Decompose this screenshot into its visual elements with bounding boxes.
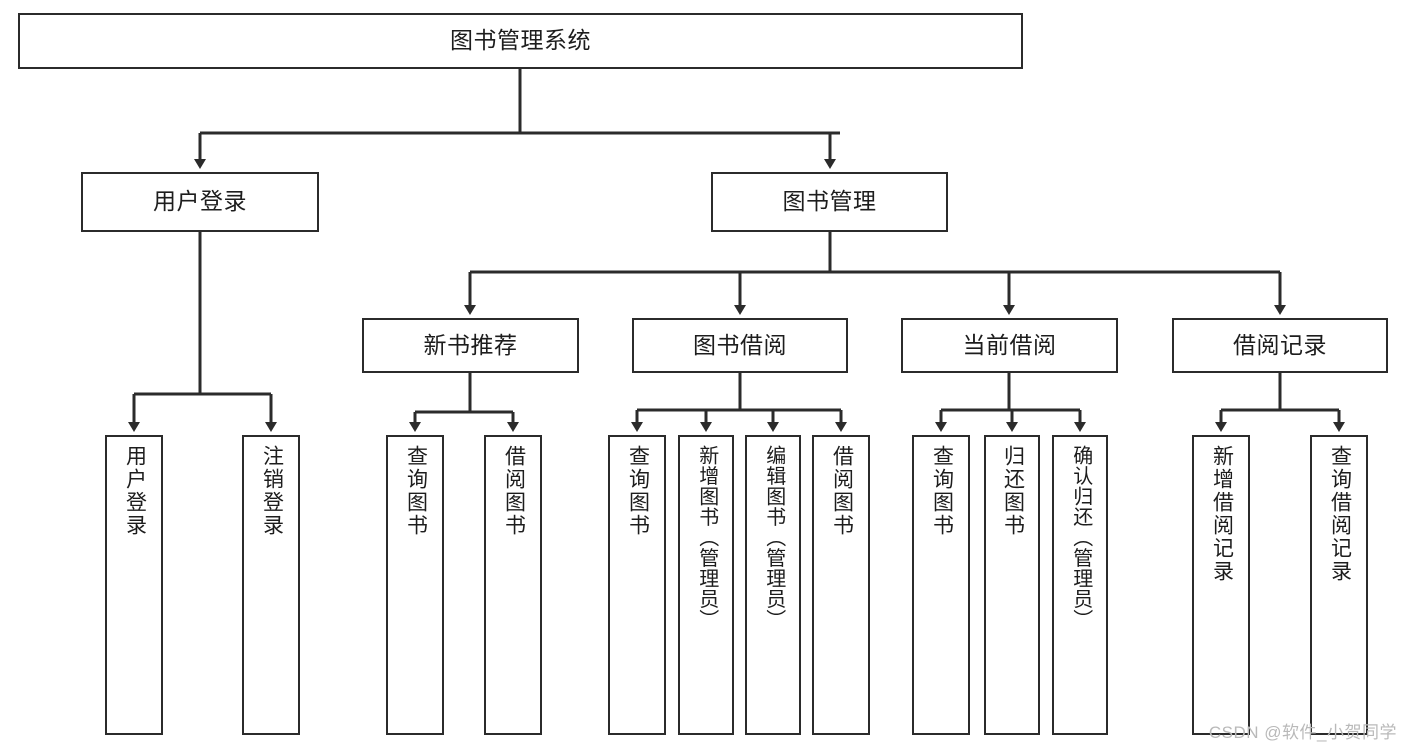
node-leaf-user-login[interactable]: 用户登录 [105, 435, 163, 735]
node-label-leaf-borrow-book: 借阅图书 [830, 445, 854, 537]
node-label-leaf-confirm-return-admin: 确认归还（管理员） [1069, 445, 1092, 630]
node-leaf-query-borrow-record[interactable]: 查询借阅记录 [1310, 435, 1368, 735]
node-label-book-management: 图书管理 [782, 188, 877, 215]
node-book-management[interactable]: 图书管理 [711, 172, 948, 232]
node-new-book-recommend[interactable]: 新书推荐 [362, 318, 579, 373]
node-leaf-edit-book-admin[interactable]: 编辑图书（管理员） [745, 435, 801, 735]
node-label-root: 图书管理系统 [450, 27, 591, 54]
node-label-leaf-borrow-book-recommend: 借阅图书 [502, 445, 526, 537]
node-label-leaf-edit-book-admin: 编辑图书（管理员） [762, 445, 785, 630]
node-leaf-user-logout[interactable]: 注销登录 [242, 435, 300, 735]
node-label-leaf-query-book-recommend: 查询图书 [404, 445, 428, 537]
node-leaf-query-book-borrow[interactable]: 查询图书 [608, 435, 666, 735]
node-leaf-add-book-admin[interactable]: 新增图书（管理员） [678, 435, 734, 735]
node-label-current-borrow: 当前借阅 [962, 331, 1057, 358]
csdn-watermark: CSDN @软件_小贺同学 [1208, 723, 1397, 742]
node-label-leaf-return-book: 归还图书 [1001, 445, 1025, 537]
node-leaf-borrow-book[interactable]: 借阅图书 [812, 435, 870, 735]
node-leaf-query-book-current[interactable]: 查询图书 [912, 435, 970, 735]
node-book-borrow[interactable]: 图书借阅 [632, 318, 848, 373]
node-label-leaf-add-book-admin: 新增图书（管理员） [695, 445, 718, 630]
node-current-borrow[interactable]: 当前借阅 [901, 318, 1118, 373]
node-leaf-add-borrow-record[interactable]: 新增借阅记录 [1192, 435, 1250, 735]
node-label-user-login: 用户登录 [153, 188, 247, 215]
node-root[interactable]: 图书管理系统 [18, 13, 1023, 69]
node-leaf-return-book[interactable]: 归还图书 [984, 435, 1040, 735]
node-borrow-record[interactable]: 借阅记录 [1172, 318, 1388, 373]
node-label-leaf-query-borrow-record: 查询借阅记录 [1328, 445, 1352, 583]
node-leaf-query-book-recommend[interactable]: 查询图书 [386, 435, 444, 735]
node-user-login[interactable]: 用户登录 [81, 172, 319, 232]
node-leaf-borrow-book-recommend[interactable]: 借阅图书 [484, 435, 542, 735]
node-label-leaf-query-book-current: 查询图书 [930, 445, 954, 537]
node-leaf-confirm-return-admin[interactable]: 确认归还（管理员） [1052, 435, 1108, 735]
node-label-book-borrow: 图书借阅 [693, 331, 787, 358]
node-label-leaf-user-login: 用户登录 [123, 445, 147, 537]
node-label-leaf-query-book-borrow: 查询图书 [626, 445, 650, 537]
node-label-new-book-recommend: 新书推荐 [423, 331, 518, 358]
node-label-leaf-add-borrow-record: 新增借阅记录 [1210, 445, 1234, 583]
node-label-leaf-user-logout: 注销登录 [260, 445, 284, 537]
node-label-borrow-record: 借阅记录 [1233, 331, 1327, 358]
